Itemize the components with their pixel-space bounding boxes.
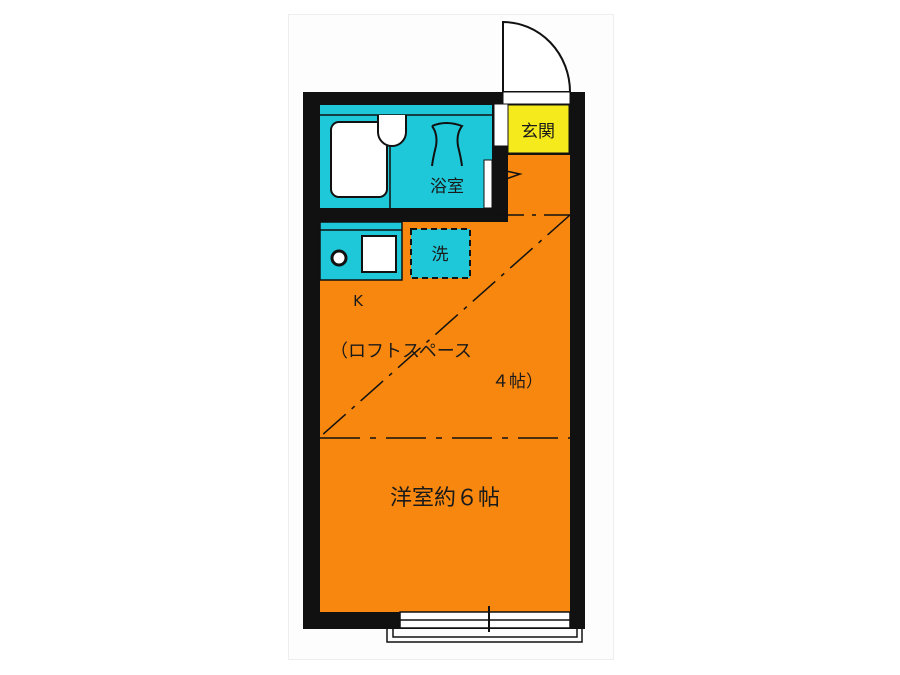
washer-label: 洗 — [432, 245, 449, 265]
bathroom-door — [483, 159, 493, 209]
loft-label: （ロフトスペース — [330, 341, 472, 362]
entrance-floor — [507, 104, 570, 154]
bathroom-wall-bottom — [303, 208, 508, 222]
sink-icon — [431, 122, 464, 167]
loft-diagonal — [319, 214, 571, 438]
toilet-icon — [377, 115, 407, 147]
bathtub — [330, 121, 388, 198]
kitchen-label: K — [353, 292, 364, 310]
door-swing-mark — [491, 167, 523, 185]
loft-size: ４帖） — [492, 372, 543, 392]
entrance-opening — [493, 103, 509, 147]
bathroom-label: 浴室 — [430, 177, 464, 197]
entrance-label: 玄関 — [521, 122, 555, 142]
western-room-label: 洋室約６帖 — [390, 486, 500, 511]
stove-icon — [330, 249, 348, 267]
entrance-door-swing — [502, 20, 572, 93]
kitchen-sink — [361, 235, 397, 273]
balcony-rail — [386, 628, 583, 643]
washer-space — [410, 228, 471, 279]
